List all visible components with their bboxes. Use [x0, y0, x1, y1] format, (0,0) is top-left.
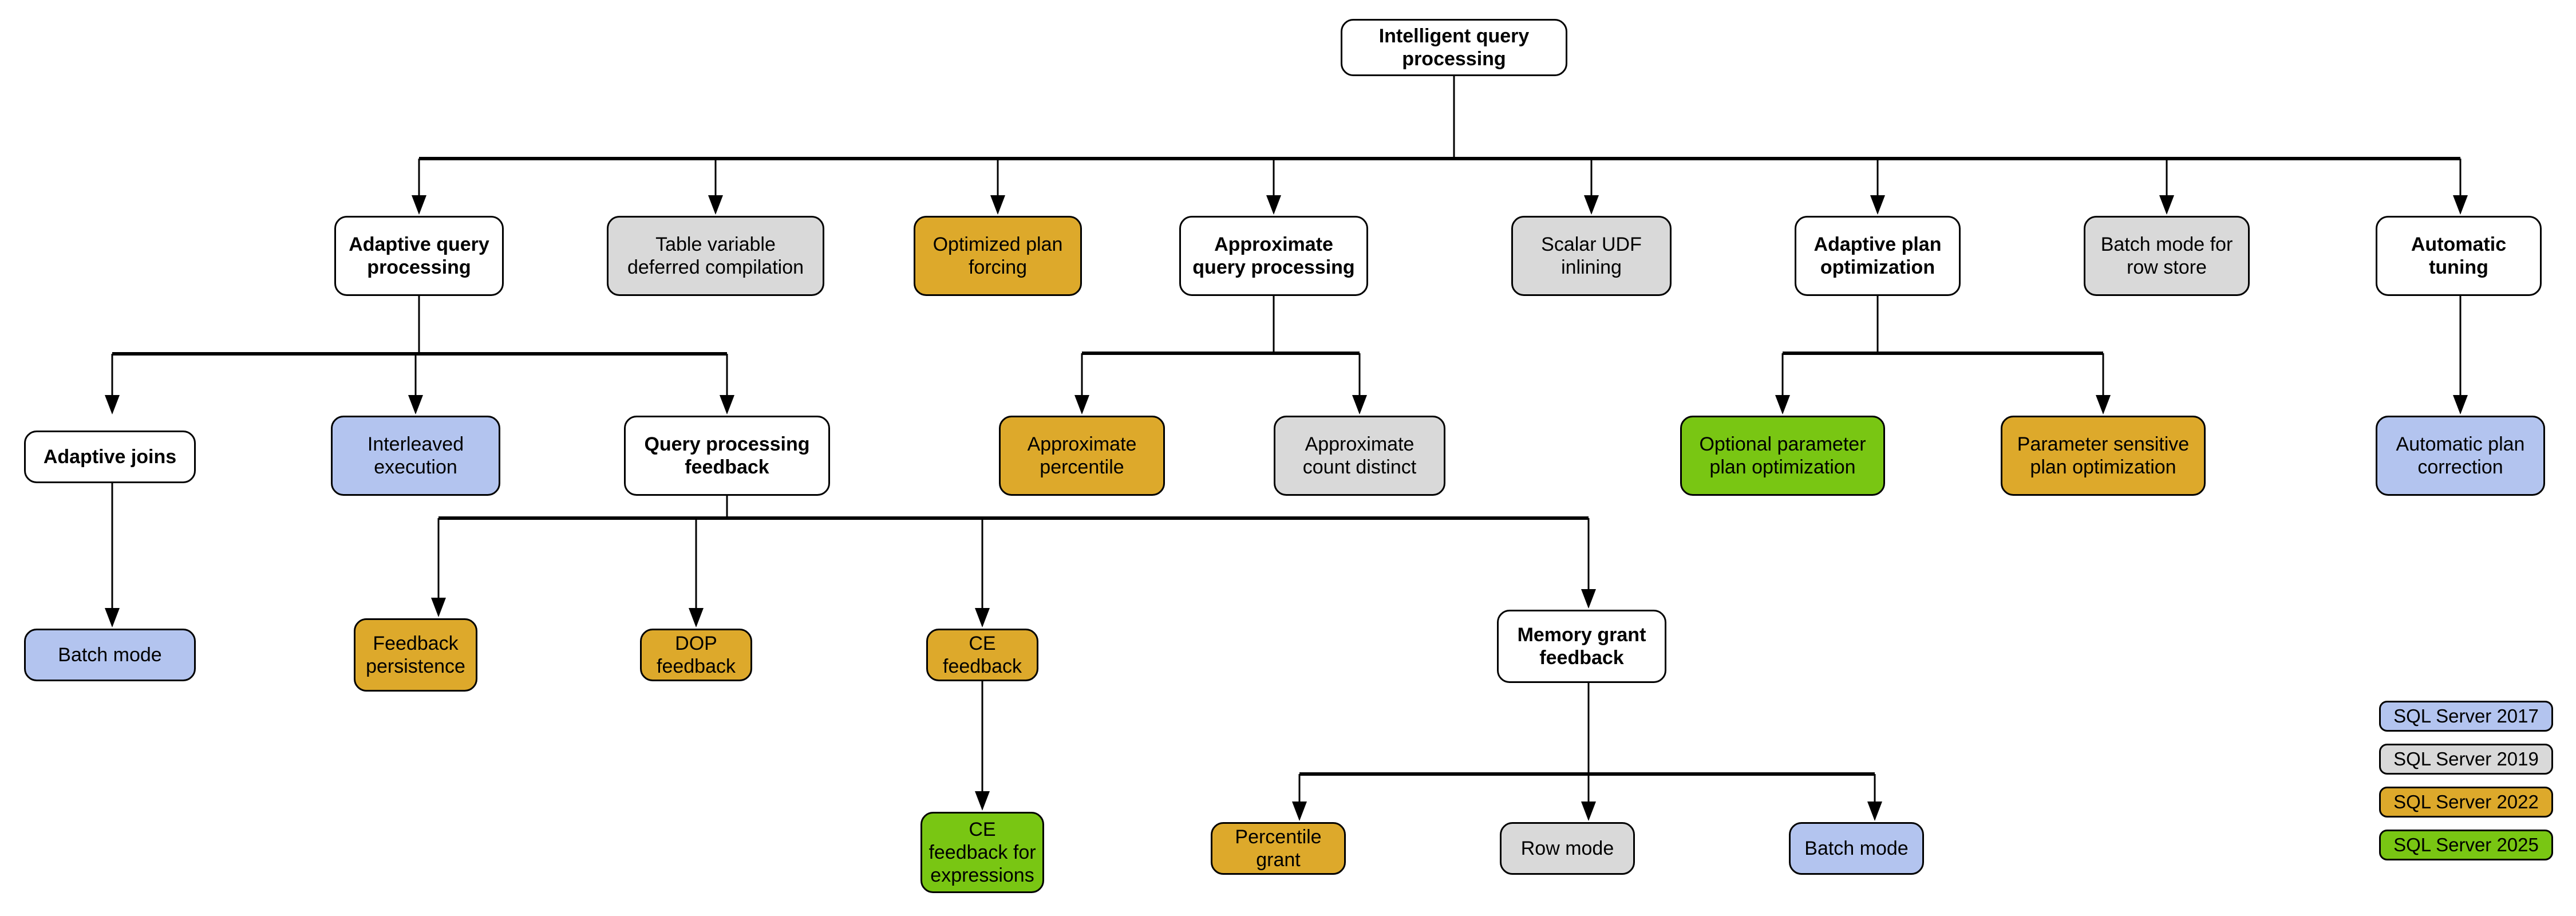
node-label: DOP feedback: [657, 632, 736, 677]
node-dopfb[interactable]: DOP feedback: [640, 629, 752, 681]
legend-item-label: SQL Server 2017: [2393, 705, 2539, 727]
legend-item-sql-server-2025: SQL Server 2025: [2379, 830, 2553, 860]
legend-item-sql-server-2017: SQL Server 2017: [2379, 701, 2553, 732]
node-label: Adaptive joins: [43, 445, 177, 468]
legend-item-label: SQL Server 2022: [2393, 791, 2539, 812]
legend-item-sql-server-2022: SQL Server 2022: [2379, 787, 2553, 818]
node-batchmode1[interactable]: Batch mode: [24, 629, 196, 681]
node-adaptivejoin[interactable]: Adaptive joins: [24, 431, 196, 483]
node-pctgrant[interactable]: Percentile grant: [1211, 822, 1346, 875]
legend-item-sql-server-2019: SQL Server 2019: [2379, 744, 2553, 775]
node-label: Batch mode: [58, 643, 162, 666]
node-label: Percentile grant: [1235, 826, 1322, 871]
node-label: CE feedback: [943, 632, 1022, 677]
node-batchmode2[interactable]: Batch mode: [1789, 822, 1924, 875]
node-label: Row mode: [1520, 837, 1614, 859]
node-label: Batch mode: [1804, 837, 1909, 859]
legend-item-label: SQL Server 2025: [2393, 834, 2539, 855]
node-rowmode[interactable]: Row mode: [1500, 822, 1635, 875]
node-cefb[interactable]: CE feedback: [926, 629, 1038, 681]
legend-item-label: SQL Server 2019: [2393, 748, 2539, 769]
